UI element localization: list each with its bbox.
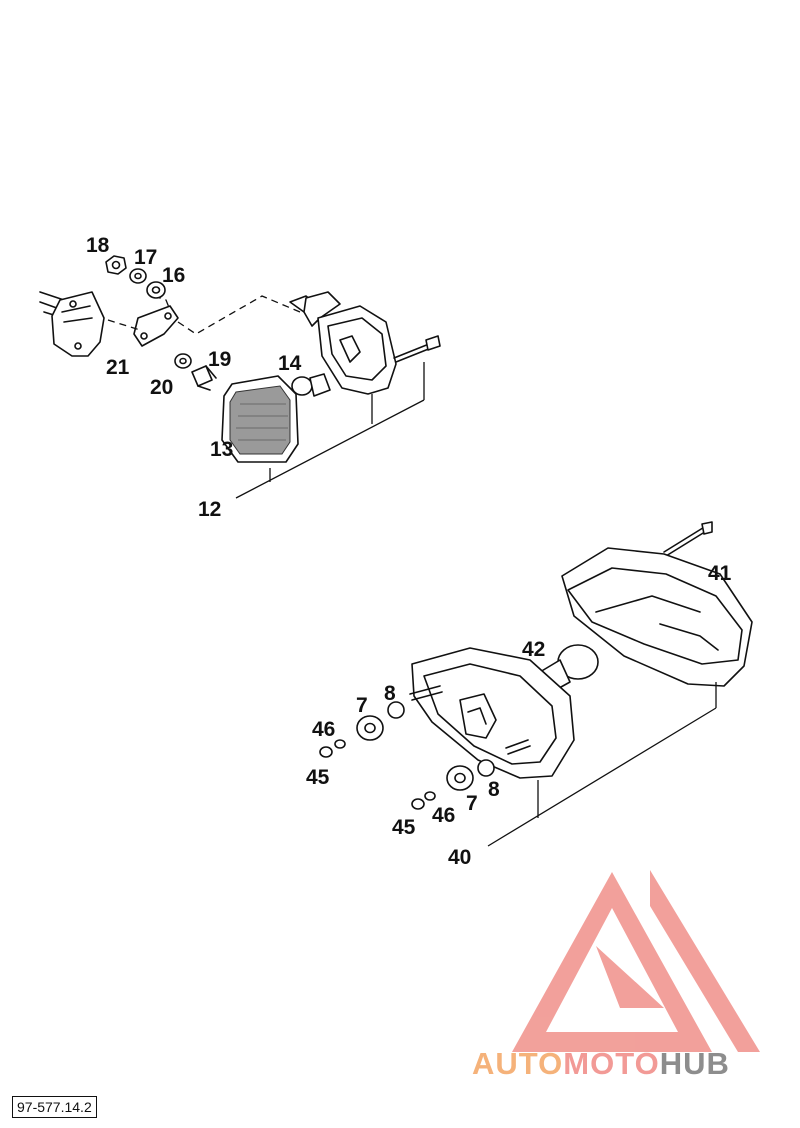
nut-part-45-lower <box>411 798 425 810</box>
mounting-plate <box>51 291 105 357</box>
callout-8-lower: 8 <box>488 778 500 801</box>
lens-cover-part-41 <box>561 547 753 687</box>
stud-lower <box>505 739 531 755</box>
callouts: 18 17 16 21 20 19 14 13 12 41 42 46 7 8 … <box>86 234 732 869</box>
watermark-logo <box>512 870 760 1052</box>
callout-42: 42 <box>522 638 545 661</box>
callout-41: 41 <box>708 562 732 585</box>
screw-long <box>393 335 441 363</box>
grommet-part-7-upper <box>356 715 384 741</box>
callout-20: 20 <box>150 376 173 399</box>
washer-part-46-upper <box>334 739 346 749</box>
callout-19: 19 <box>208 348 231 371</box>
leader-lines-lower <box>487 682 717 847</box>
callout-45-lower: 45 <box>392 816 416 839</box>
watermark-moto: MOTO <box>563 1046 660 1081</box>
callout-18: 18 <box>86 234 110 257</box>
spacer-part-8-upper <box>387 701 405 719</box>
callout-46-upper: 46 <box>312 718 335 741</box>
callout-8-upper: 8 <box>384 682 396 705</box>
bulb-part-14 <box>291 373 331 397</box>
taillight-base <box>411 647 575 779</box>
callout-12: 12 <box>198 498 221 521</box>
lens-part-13 <box>221 375 299 463</box>
callout-7-lower: 7 <box>466 792 478 815</box>
callout-13: 13 <box>210 438 233 461</box>
leader-lines-upper <box>235 362 425 499</box>
callout-17: 17 <box>134 246 157 269</box>
nut-part-18 <box>105 255 127 275</box>
signal-housing <box>289 291 397 395</box>
drawing-code: 97-577.14.2 <box>12 1096 97 1118</box>
callout-14: 14 <box>278 352 302 375</box>
watermark-hub: HUB <box>659 1046 730 1081</box>
callout-7-upper: 7 <box>356 694 368 717</box>
washer-part-46-lower <box>424 791 436 801</box>
washer-part-20 <box>174 353 192 369</box>
callout-46-lower: 46 <box>432 804 455 827</box>
watermark-auto: AUTO <box>472 1046 564 1081</box>
washer-part-16 <box>146 281 166 299</box>
spacer-part-8-lower <box>477 759 495 777</box>
watermark-text: AUTOMOTOHUB <box>472 1046 730 1082</box>
stud-upper <box>409 685 443 701</box>
grommet-part-7-lower <box>446 765 474 791</box>
screw-part-19 <box>191 365 217 391</box>
washer-part-17 <box>129 268 147 284</box>
bracket-part-21 <box>133 305 179 347</box>
long-screw-top <box>663 521 713 557</box>
callout-40: 40 <box>448 846 471 869</box>
callout-21: 21 <box>106 356 130 379</box>
callout-16: 16 <box>162 264 185 287</box>
nut-part-45-upper <box>319 746 333 758</box>
callout-45-upper: 45 <box>306 766 330 789</box>
